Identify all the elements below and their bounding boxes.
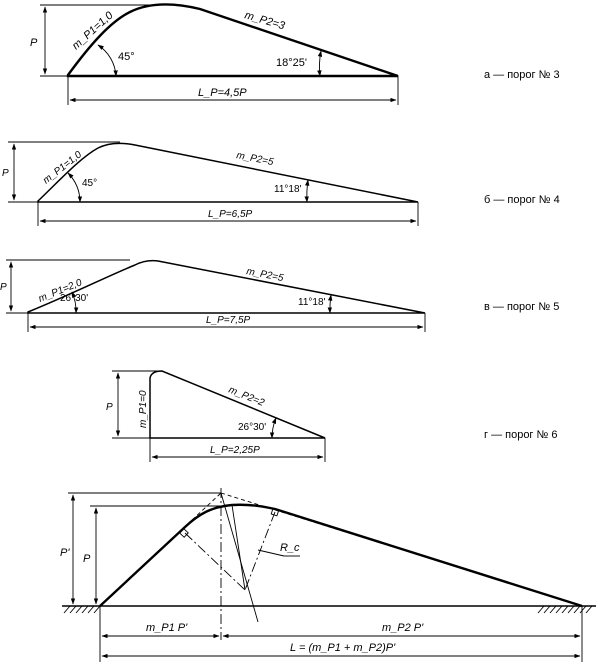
profile-b-slope2-label: m_P2=5 bbox=[235, 150, 274, 168]
general-inner-height-label: P bbox=[83, 553, 91, 565]
profile-a-length-label: L_P=4,5P bbox=[198, 87, 247, 99]
profile-b-slope1-label: m_P1=1,0 bbox=[41, 149, 84, 186]
general-left-segment-label: m_P1 P' bbox=[146, 622, 188, 634]
profile-v-angle2-label: 11°18' bbox=[298, 297, 326, 308]
profile-b-outline bbox=[37, 142, 419, 203]
profile-b-angle2-label: 11°18' bbox=[274, 184, 302, 195]
profile-b-angle1-label: 45° bbox=[82, 178, 97, 189]
profile-a-angle2-label: 18°25' bbox=[276, 57, 307, 69]
general-radius-label: R_c bbox=[280, 542, 300, 554]
profile-b-length-label: L_P=6,5P bbox=[208, 209, 253, 220]
profile-a-angle1-arc bbox=[97, 44, 118, 77]
profile-a-height-label: P bbox=[30, 37, 38, 49]
profile-b-angle1-arc bbox=[67, 172, 83, 203]
profile-v-height-label: P bbox=[0, 282, 7, 293]
profile-a-angle1-label: 45° bbox=[118, 51, 135, 63]
profile-v-angle2-arc bbox=[327, 294, 333, 314]
profile-a: P L_P=4,5P m_P1=1,0 m_P2=3 45° 18°25' а … bbox=[30, 3, 560, 105]
profile-g: P m_P1=0 m_P2=2 26°30' L_P=2,25P г — пор… bbox=[106, 370, 557, 462]
profile-a-slope1-label: m_P1=1,0 bbox=[70, 9, 116, 52]
ground-hatching-right bbox=[537, 605, 593, 614]
profile-v: P L_P=7,5P m_P1=2,0 m_P2=5 26°30' 11°18'… bbox=[0, 259, 559, 332]
general-right-segment-label: m_P2 P' bbox=[382, 622, 424, 634]
profile-b-caption: б — порог № 4 bbox=[484, 194, 560, 206]
general-total-label: L = (m_P1 + m_P2)P' bbox=[290, 642, 396, 654]
profile-g-outline bbox=[149, 370, 326, 439]
profile-v-length-label: L_P=7,5P bbox=[206, 315, 251, 326]
profile-b: P L_P=6,5P m_P1=1,0 m_P2=5 45° 11°18' б … bbox=[2, 141, 560, 226]
profile-b-height-label: P bbox=[2, 168, 9, 179]
profile-g-height-label: P bbox=[106, 402, 113, 413]
profile-v-angle1-arc bbox=[71, 291, 79, 314]
profile-g-angle2-arc bbox=[269, 417, 277, 439]
ground-hatching-left bbox=[63, 605, 101, 614]
profile-a-caption: а — порог № 3 bbox=[484, 69, 560, 81]
profile-a-outline bbox=[66, 3, 399, 78]
profile-b-angle2-arc bbox=[304, 179, 310, 203]
profile-a-slope2-label: m_P2=3 bbox=[243, 9, 287, 32]
profile-g-slope1-label: m_P1=0 bbox=[138, 390, 149, 428]
profile-v-caption: в — порог № 5 bbox=[484, 301, 559, 313]
profile-g-caption: г — порог № 6 bbox=[484, 429, 557, 441]
profile-v-outline bbox=[27, 259, 426, 314]
general-outline bbox=[99, 503, 583, 608]
profile-g-angle2-label: 26°30' bbox=[238, 422, 266, 433]
general-scheme: P' P R_c m_P1 P' m_P2 P' L = (m_P1 + m_P… bbox=[60, 488, 596, 662]
profile-g-length-label: L_P=2,25P bbox=[210, 445, 260, 456]
profile-v-angle1-label: 26°30' bbox=[60, 293, 88, 304]
profile-a-angle2-arc bbox=[317, 50, 323, 77]
general-outer-height-label: P' bbox=[60, 547, 70, 559]
